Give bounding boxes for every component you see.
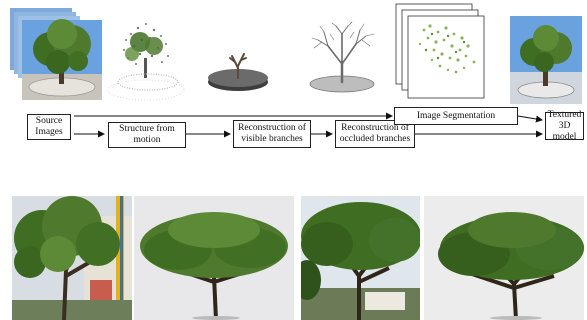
- visible-branches-box: Reconstruction of visible branches: [233, 120, 311, 148]
- visible-branches-render: [204, 44, 272, 96]
- source-images-box: Source Images: [27, 114, 71, 140]
- tree-model-render-1: [134, 196, 294, 320]
- occluded-branches-render: [304, 20, 380, 96]
- image-segmentation-box: Image Segmentation: [394, 107, 518, 125]
- tree-model-render-2: [424, 196, 584, 320]
- tree-photo-1: [12, 196, 132, 320]
- point-cloud-render: [106, 10, 186, 102]
- structure-from-motion-box: Structure from motion: [108, 122, 186, 148]
- occluded-branches-box: Reconstruction of occluded branches: [335, 120, 415, 148]
- source-image-stack: [10, 4, 102, 100]
- textured-model-render: [510, 16, 582, 104]
- segmentation-mask-stack: [394, 2, 490, 104]
- textured-model-box: Textured 3D model: [545, 110, 584, 142]
- tree-photo-2: [301, 196, 420, 320]
